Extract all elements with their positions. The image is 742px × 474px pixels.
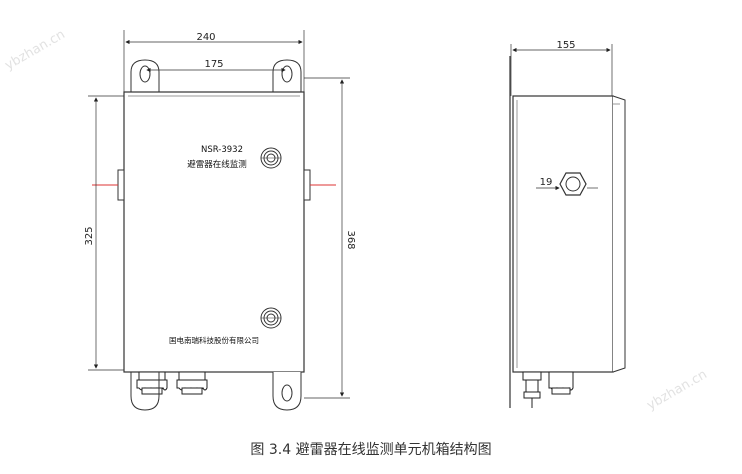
width-dimension-label: 240: [196, 32, 215, 43]
side-view: [509, 44, 626, 408]
company-label: 国电南瑞科技股份有限公司: [169, 335, 259, 345]
nut-size-label: 19: [540, 177, 553, 188]
watermark-right: ybzhan.cn: [645, 367, 710, 413]
watermark-left: ybzhan.cn: [3, 27, 68, 73]
depth-dimension-label: 155: [556, 40, 575, 51]
body-height-label: 325: [84, 226, 95, 245]
product-name-label: 避雷器在线监测: [187, 159, 247, 170]
figure-caption: 图 3.4 避雷器在线监测单元机箱结构图: [250, 442, 492, 458]
front-view: [88, 30, 350, 411]
hole-spacing-label: 175: [204, 59, 223, 70]
total-height-label: 368: [345, 230, 356, 249]
model-label: NSR-3932: [201, 145, 243, 155]
